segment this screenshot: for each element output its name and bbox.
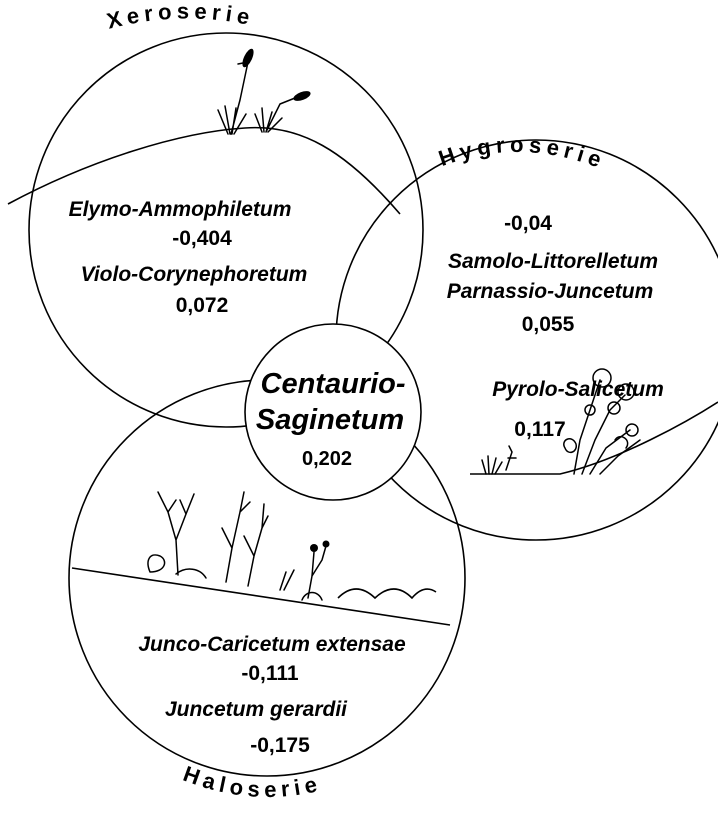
violo-corynephoretum-value: 0,072 <box>176 294 229 317</box>
junco-caricetum-label: Junco-Caricetum extensae <box>138 633 406 656</box>
pyrolo-salicetum-label: Pyrolo-Salicetum <box>492 378 664 401</box>
samolo-littorelletum-label: Samolo-Littorelletum <box>448 250 658 273</box>
haloserie-water-waves <box>338 589 436 598</box>
violo-corynephoretum-label: Violo-Corynephoretum <box>81 263 308 286</box>
juncetum-gerardii-value: -0,175 <box>250 734 310 757</box>
pyrolo-salicetum-value: 0,117 <box>514 418 565 441</box>
junco-caricetum-value: -0,111 <box>241 662 299 685</box>
haloserie-label: Haloserie <box>180 761 324 802</box>
centaurio-label-line2: Saginetum <box>256 404 404 436</box>
hygroserie-circle <box>336 140 718 540</box>
juncetum-gerardii-label: Juncetum gerardii <box>165 698 348 721</box>
centaurio-label-line1: Centaurio- <box>261 368 406 400</box>
centaurio-saginetum-value: 0,202 <box>302 448 352 470</box>
xeroserie-label: Xeroserie <box>104 0 256 34</box>
elymo-ammophiletum-label: Elymo-Ammophiletum <box>69 198 292 221</box>
hygroserie-value: -0,04 <box>504 212 552 235</box>
parnassio-juncetum-value: 0,055 <box>522 313 575 336</box>
xeroserie-grass-illustration <box>218 47 312 134</box>
elymo-ammophiletum-value: -0,404 <box>172 227 232 250</box>
hygroserie-label: Hygroserie <box>435 132 609 174</box>
haloserie-slope-line <box>72 568 450 625</box>
parnassio-juncetum-label: Parnassio-Juncetum <box>447 280 654 303</box>
